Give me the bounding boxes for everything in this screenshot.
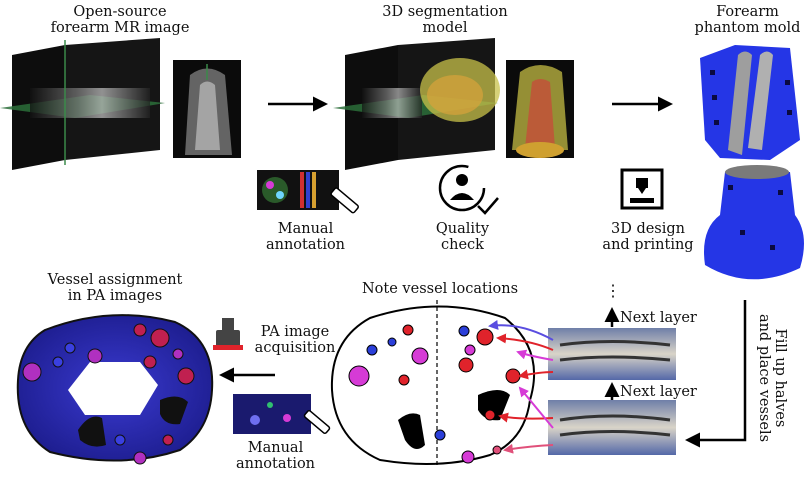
next-layer-bottom-label: Next layer: [620, 384, 697, 400]
mri-volume-image: [0, 38, 165, 170]
vessel-dot: [366, 344, 378, 356]
map-arrow: [488, 319, 554, 341]
vessel-dot: [411, 347, 429, 365]
arrow-fill-up: [685, 300, 747, 448]
pa-image: [16, 314, 214, 465]
mr-image-title: Open-source forearm MR image: [50, 4, 190, 36]
layer-photo-top: [548, 328, 676, 380]
pen-icon: [303, 410, 331, 434]
map-arrow: [498, 412, 554, 423]
design-printing-label: 3D design and printing: [602, 221, 694, 253]
segmentation-volume-image: [333, 38, 500, 170]
pa-vessel-dot: [177, 367, 195, 385]
manual-annotation-bottom-label: Manual annotation: [235, 440, 316, 472]
vessel-dot: [492, 445, 502, 455]
pa-vessel-dot: [172, 348, 184, 360]
pa-vessel-dot: [114, 434, 126, 446]
manual-annotation-bottom-image: [233, 394, 311, 434]
vessel-assignment-title: Vessel assignment in PA images: [47, 272, 183, 304]
phantom-mold-title: Forearm phantom mold: [694, 4, 801, 36]
pa-vessel-dot: [150, 328, 170, 348]
quality-check-icon: [438, 164, 499, 215]
mri-slice-image: [173, 60, 241, 158]
vessel-dot: [484, 409, 496, 421]
pa-acquisition-icon: [213, 318, 243, 350]
vessel-dot: [387, 337, 397, 347]
pa-vessel-dot: [87, 348, 103, 364]
phantom-mold-bottom-image: [704, 165, 804, 280]
vessel-dot: [458, 325, 470, 337]
map-arrow: [518, 386, 554, 429]
3d-printer-icon: [620, 168, 664, 210]
pa-vessel-dot: [133, 323, 147, 337]
fill-up-label: Fill up halves and place vessels: [756, 313, 788, 443]
vessel-dot: [402, 324, 414, 336]
map-arrow: [503, 443, 554, 454]
note-vessels-title: Note vessel locations: [361, 281, 519, 297]
map-arrow: [516, 349, 554, 361]
map-arrow: [496, 333, 554, 351]
manual-annotation-top-image: [257, 170, 339, 210]
quality-check-label: Quality check: [435, 221, 490, 253]
more-layers-dots: ⋮: [605, 281, 621, 300]
vessel-dot: [461, 450, 475, 464]
vessel-dot: [398, 374, 410, 386]
pa-acquisition-label: PA image acquisition: [254, 324, 336, 356]
map-arrow: [518, 369, 554, 380]
vessel-dot: [476, 328, 494, 346]
pa-vessel-dot: [133, 451, 147, 465]
seg-model-title: 3D segmentation model: [382, 4, 508, 36]
pen-icon: [330, 187, 359, 214]
manual-annotation-top-label: Manual annotation: [265, 221, 346, 253]
next-layer-top-label: Next layer: [620, 310, 697, 326]
pa-vessel-dot: [143, 355, 157, 369]
vessel-dot: [434, 429, 446, 441]
vessel-dot: [458, 357, 474, 373]
pa-vessel-dot: [52, 356, 64, 368]
vessel-dot: [505, 368, 521, 384]
pa-vessel-dot: [64, 342, 76, 354]
segmentation-slice-image: [506, 60, 574, 158]
vessel-dot: [464, 344, 476, 356]
layer-photo-bottom: [548, 400, 676, 455]
pa-vessel-dot: [22, 362, 42, 382]
vessel-location-map: [330, 300, 536, 465]
pa-vessel-dot: [162, 434, 174, 446]
phantom-mold-top-image: [700, 45, 800, 160]
vessel-dot: [348, 365, 370, 387]
